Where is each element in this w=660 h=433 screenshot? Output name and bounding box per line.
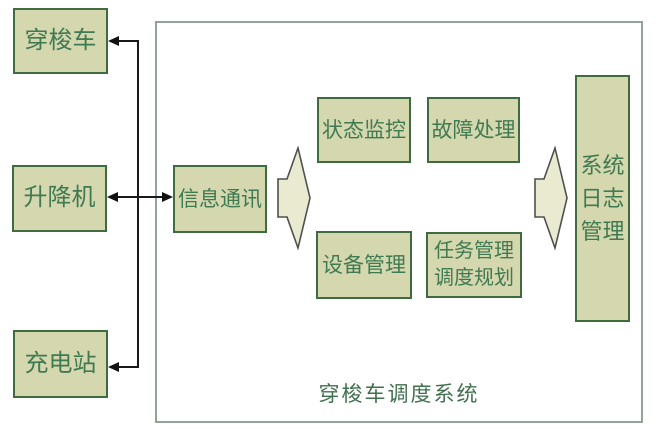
arrowhead-left-icon	[108, 36, 119, 46]
system-boundary: 穿梭车调度系统	[155, 21, 643, 423]
connector-to-shuttle	[117, 40, 138, 42]
node-info-comm: 信息通讯	[173, 165, 267, 233]
node-charging-station: 充电站	[13, 330, 108, 398]
arrowhead-right-icon	[162, 192, 173, 202]
flow-arrow-icon	[277, 146, 311, 250]
arrowhead-left-icon	[107, 192, 118, 202]
system-title: 穿梭车调度系统	[318, 382, 480, 406]
node-fault-handling: 故障处理	[427, 97, 520, 163]
node-system-log: 系统 日志 管理	[575, 75, 630, 322]
node-task-mgmt: 任务管理 调度规划	[426, 232, 522, 298]
node-device-mgmt: 设备管理	[316, 231, 412, 299]
arrowhead-left-icon	[108, 362, 119, 372]
node-status-monitor: 状态监控	[317, 97, 411, 163]
connector-to-charging	[117, 366, 138, 368]
node-lift: 升降机	[12, 165, 107, 232]
connector-vertical-line	[137, 40, 139, 368]
connector-lift-comm	[116, 196, 164, 198]
node-shuttle-car: 穿梭车	[13, 8, 108, 74]
flow-arrow-icon	[534, 146, 568, 250]
